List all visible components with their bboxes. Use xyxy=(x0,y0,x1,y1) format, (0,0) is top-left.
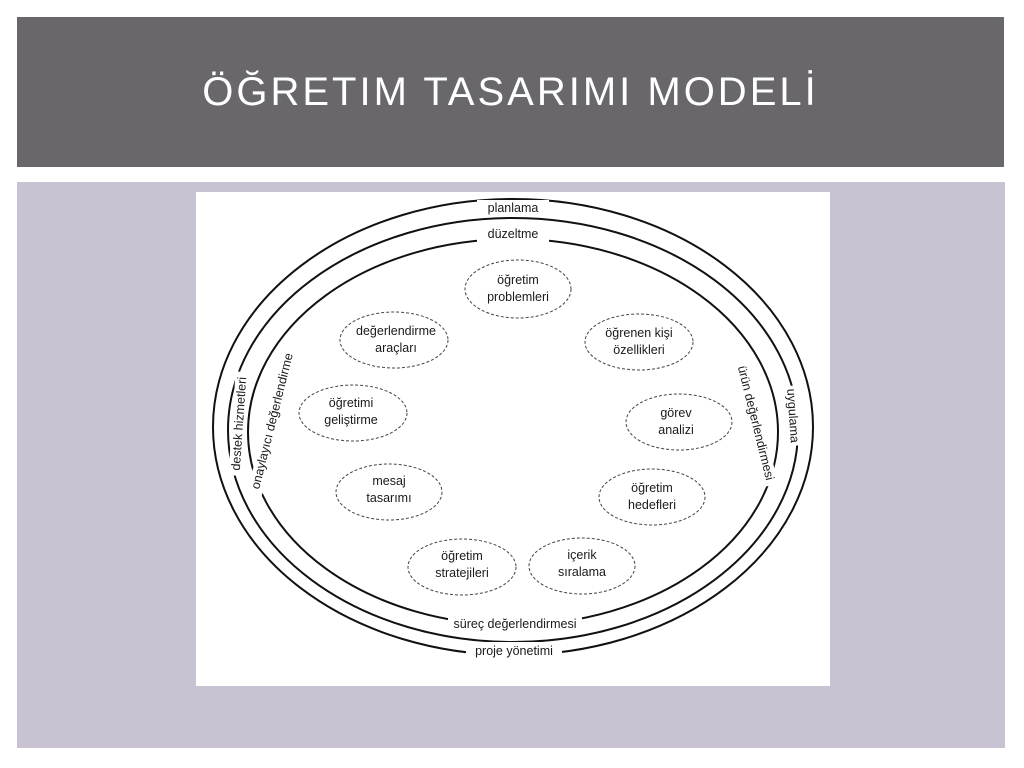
label-duzeltme: düzeltme xyxy=(488,227,539,241)
node-degerlendirme-araclari-line2: araçları xyxy=(375,341,417,355)
node-ogretimi-gelistirme: öğretimi geliştirme xyxy=(298,384,408,442)
label-destek-hizmetleri-group: destek hizmetleri xyxy=(228,371,251,477)
label-onaylayici-degerlendirme: onaylayıcı değerlendirme xyxy=(248,352,295,491)
node-mesaj-tasarimi-line2: tasarımı xyxy=(366,491,411,505)
node-ogrenen-kisi-line2: özellikleri xyxy=(613,343,664,357)
node-gorev-analizi-line1: görev xyxy=(660,406,692,420)
label-destek-hizmetleri: destek hizmetleri xyxy=(229,376,250,471)
node-mesaj-tasarimi-line1: mesaj xyxy=(372,474,405,488)
node-ogretim-stratejileri-line1: öğretim xyxy=(441,549,483,563)
label-uygulama: uygulama xyxy=(784,388,802,443)
node-degerlendirme-araclari: değerlendirme araçları xyxy=(339,311,449,369)
node-ogretim-problemleri-line1: öğretim xyxy=(497,273,539,287)
node-ogretim-problemleri: öğretim problemleri xyxy=(464,259,572,319)
node-ogretimi-gelistirme-line2: geliştirme xyxy=(324,413,378,427)
bottom-inner-label-bg xyxy=(448,616,582,632)
node-ogretimi-gelistirme-line1: öğretimi xyxy=(329,396,373,410)
node-ogretim-hedefleri-line1: öğretim xyxy=(631,481,673,495)
label-urun-degerlendirmesi: ürün değerlendirmesi xyxy=(735,364,777,481)
label-surec-degerlendirmesi: süreç değerlendirmesi xyxy=(454,617,577,631)
instructional-design-diagram: planlama düzeltme süreç değerlendirmesi … xyxy=(212,198,814,658)
node-ogretim-stratejileri: öğretim stratejileri xyxy=(407,538,517,596)
label-proje-yonetimi: proje yönetimi xyxy=(475,644,553,658)
title-bar: ÖĞRETIM TASARIMI MODELİ xyxy=(17,17,1004,167)
node-ogrenen-kisi-line1: öğrenen kişi xyxy=(605,326,672,340)
node-ogrenen-kisi-ozellikleri: öğrenen kişi özellikleri xyxy=(584,313,694,371)
top-inner-label-bg xyxy=(477,226,549,242)
label-onaylayici-degerlendirme-group: onaylayıcı değerlendirme xyxy=(246,345,299,497)
label-uygulama-group: uygulama xyxy=(782,385,803,447)
slide-title: ÖĞRETIM TASARIMI MODELİ xyxy=(202,69,819,114)
node-ogretim-hedefleri-line2: hedefleri xyxy=(628,498,676,512)
diagram-frame: planlama düzeltme süreç değerlendirmesi … xyxy=(196,192,830,686)
node-icerik-siralama-line1: içerik xyxy=(567,548,597,562)
node-ogretim-hedefleri: öğretim hedefleri xyxy=(598,468,706,526)
node-mesaj-tasarimi: mesaj tasarımı xyxy=(335,463,443,521)
node-icerik-siralama: içerik sıralama xyxy=(528,537,636,595)
top-outer-label-bg xyxy=(477,200,549,216)
bottom-outer-label-bg xyxy=(466,642,562,658)
node-ogretim-stratejileri-line2: stratejileri xyxy=(435,566,489,580)
label-urun-degerlendirmesi-group: ürün değerlendirmesi xyxy=(732,359,779,488)
node-ogretim-problemleri-line2: problemleri xyxy=(487,290,549,304)
node-gorev-analizi: görev analizi xyxy=(625,393,733,451)
node-degerlendirme-araclari-line1: değerlendirme xyxy=(356,324,436,338)
node-icerik-siralama-line2: sıralama xyxy=(558,565,606,579)
label-planlama: planlama xyxy=(488,201,539,215)
node-gorev-analizi-line2: analizi xyxy=(658,423,693,437)
